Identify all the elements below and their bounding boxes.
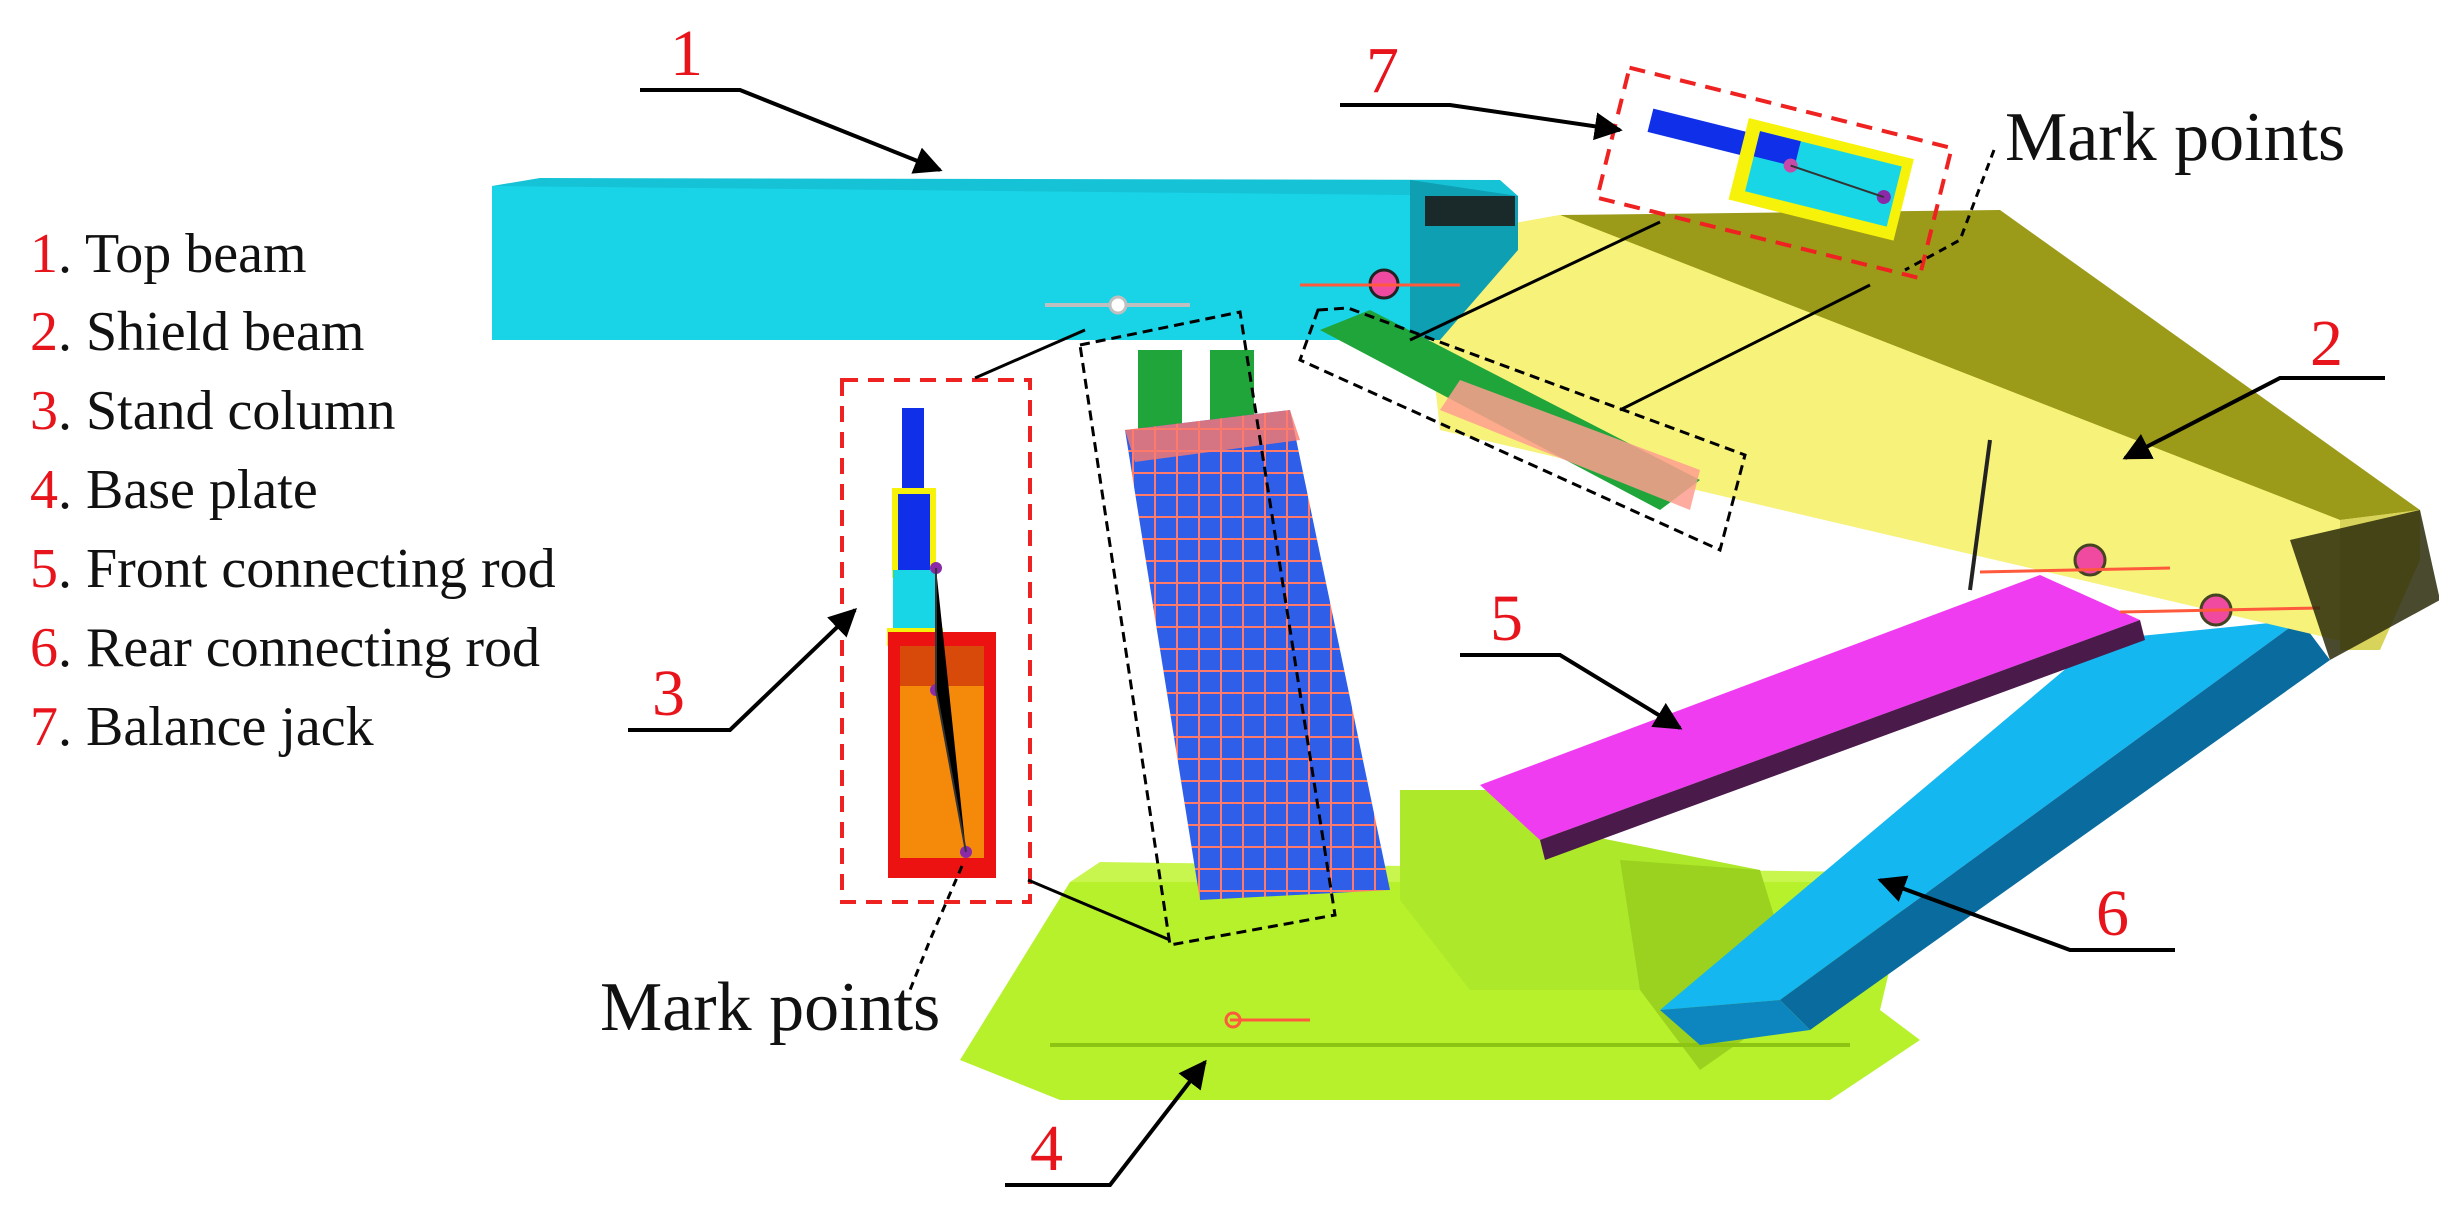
balance-jack-assembly [1320, 310, 1700, 510]
callout-2-leader [2122, 376, 2385, 460]
jack-inset-connector-b [1619, 283, 1871, 412]
mark-points-bottom-leader [908, 865, 964, 991]
callout-6: 6 [2096, 877, 2129, 950]
front-connecting-rod [1480, 575, 2145, 860]
top-beam [492, 178, 1518, 340]
callout-3-leader [628, 608, 858, 732]
column-inset-connector-b [1027, 878, 1171, 942]
legend-item-3: 3. Stand column [30, 380, 396, 442]
callout-4-leader [1005, 1059, 1207, 1187]
base-plate [960, 790, 1920, 1100]
callout-7-leader [1340, 103, 1623, 141]
rear-connecting-rod [1660, 620, 2330, 1045]
legend-item-4: 4. Base plate [30, 459, 318, 521]
legend: 1. Top beam 2. Shield beam 3. Stand colu… [30, 223, 556, 758]
column-inset-connector-a [974, 328, 1086, 380]
mark-points-label-top: Mark points [2005, 99, 2345, 176]
legend-item-1: 1. Top beam [30, 223, 307, 285]
shield-beam [1420, 210, 2439, 660]
jack-inset-connector-a [1409, 220, 1661, 342]
callout-6-leader [1877, 875, 2175, 952]
callout-2: 2 [2310, 307, 2343, 380]
callout-1: 1 [670, 17, 703, 90]
callout-3: 3 [652, 657, 685, 730]
legend-item-2: 2. Shield beam [30, 301, 364, 363]
callout-1-leader [640, 88, 943, 174]
mark-points-label-bottom: Mark points [600, 969, 940, 1046]
legend-item-7: 7. Balance jack [30, 696, 374, 758]
mark-points-top-leader [1904, 149, 1996, 272]
stand-column-inset [840, 378, 1032, 904]
jack-detail-box [1298, 306, 1747, 553]
callout-7: 7 [1366, 34, 1399, 107]
stand-column [1125, 350, 1390, 900]
callout-4: 4 [1030, 1112, 1063, 1185]
legend-item-6: 6. Rear connecting rod [30, 617, 540, 679]
callout-5-leader [1460, 653, 1683, 730]
legend-item-5: 5. Front connecting rod [30, 538, 556, 600]
callout-5: 5 [1490, 582, 1523, 655]
column-detail-box [1078, 310, 1337, 947]
